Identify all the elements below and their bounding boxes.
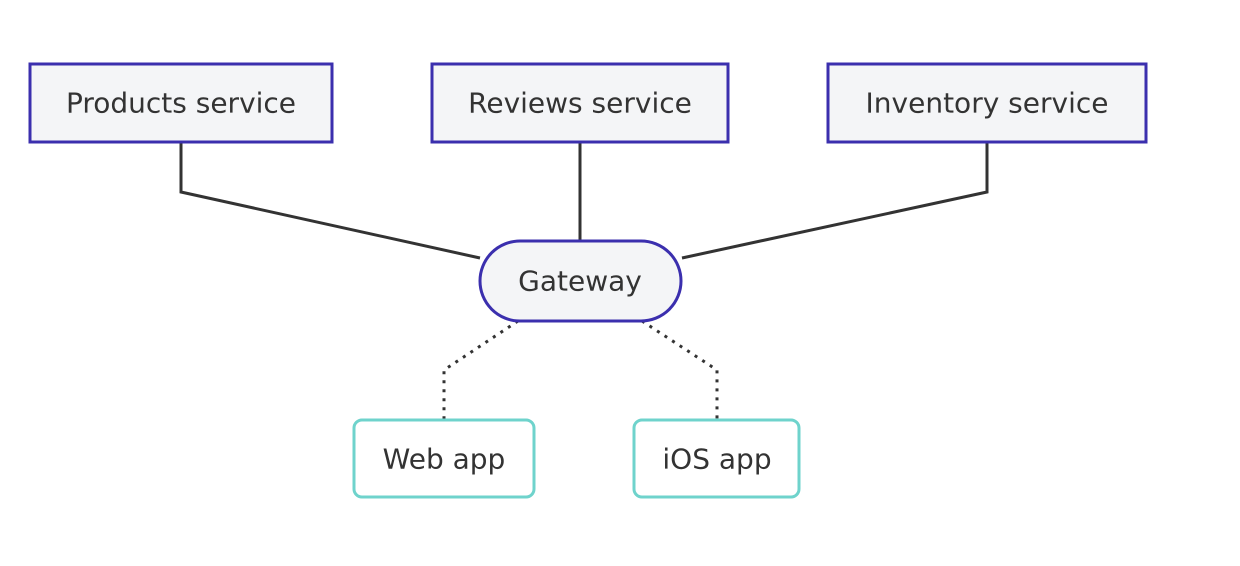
node-inventory-box (826, 62, 1148, 144)
node-reviews-service[interactable]: Reviews service (430, 62, 730, 144)
edges (179, 143, 989, 420)
edge-gateway-ios (641, 319, 719, 420)
node-reviews-label: Reviews service (468, 87, 692, 120)
node-products-box (28, 62, 334, 144)
node-ios-app[interactable]: iOS app (632, 418, 801, 499)
edge-gateway-web (442, 319, 519, 420)
node-gateway-label: Gateway (518, 265, 642, 298)
node-web-app[interactable]: Web app (352, 418, 536, 499)
node-gateway-box (478, 239, 683, 323)
node-reviews-box (430, 62, 730, 144)
node-inventory-service[interactable]: Inventory service (826, 62, 1148, 144)
edge-inventory-gateway (681, 143, 989, 260)
node-web-label: Web app (383, 443, 506, 476)
node-ios-box (632, 418, 801, 499)
edge-products-gateway (179, 143, 481, 260)
node-inventory-label: Inventory service (866, 87, 1109, 120)
node-web-box (352, 418, 536, 499)
node-ios-label: iOS app (662, 443, 771, 476)
node-gateway[interactable]: Gateway (478, 239, 683, 323)
node-products-label: Products service (66, 87, 296, 120)
node-products-service[interactable]: Products service (28, 62, 334, 144)
